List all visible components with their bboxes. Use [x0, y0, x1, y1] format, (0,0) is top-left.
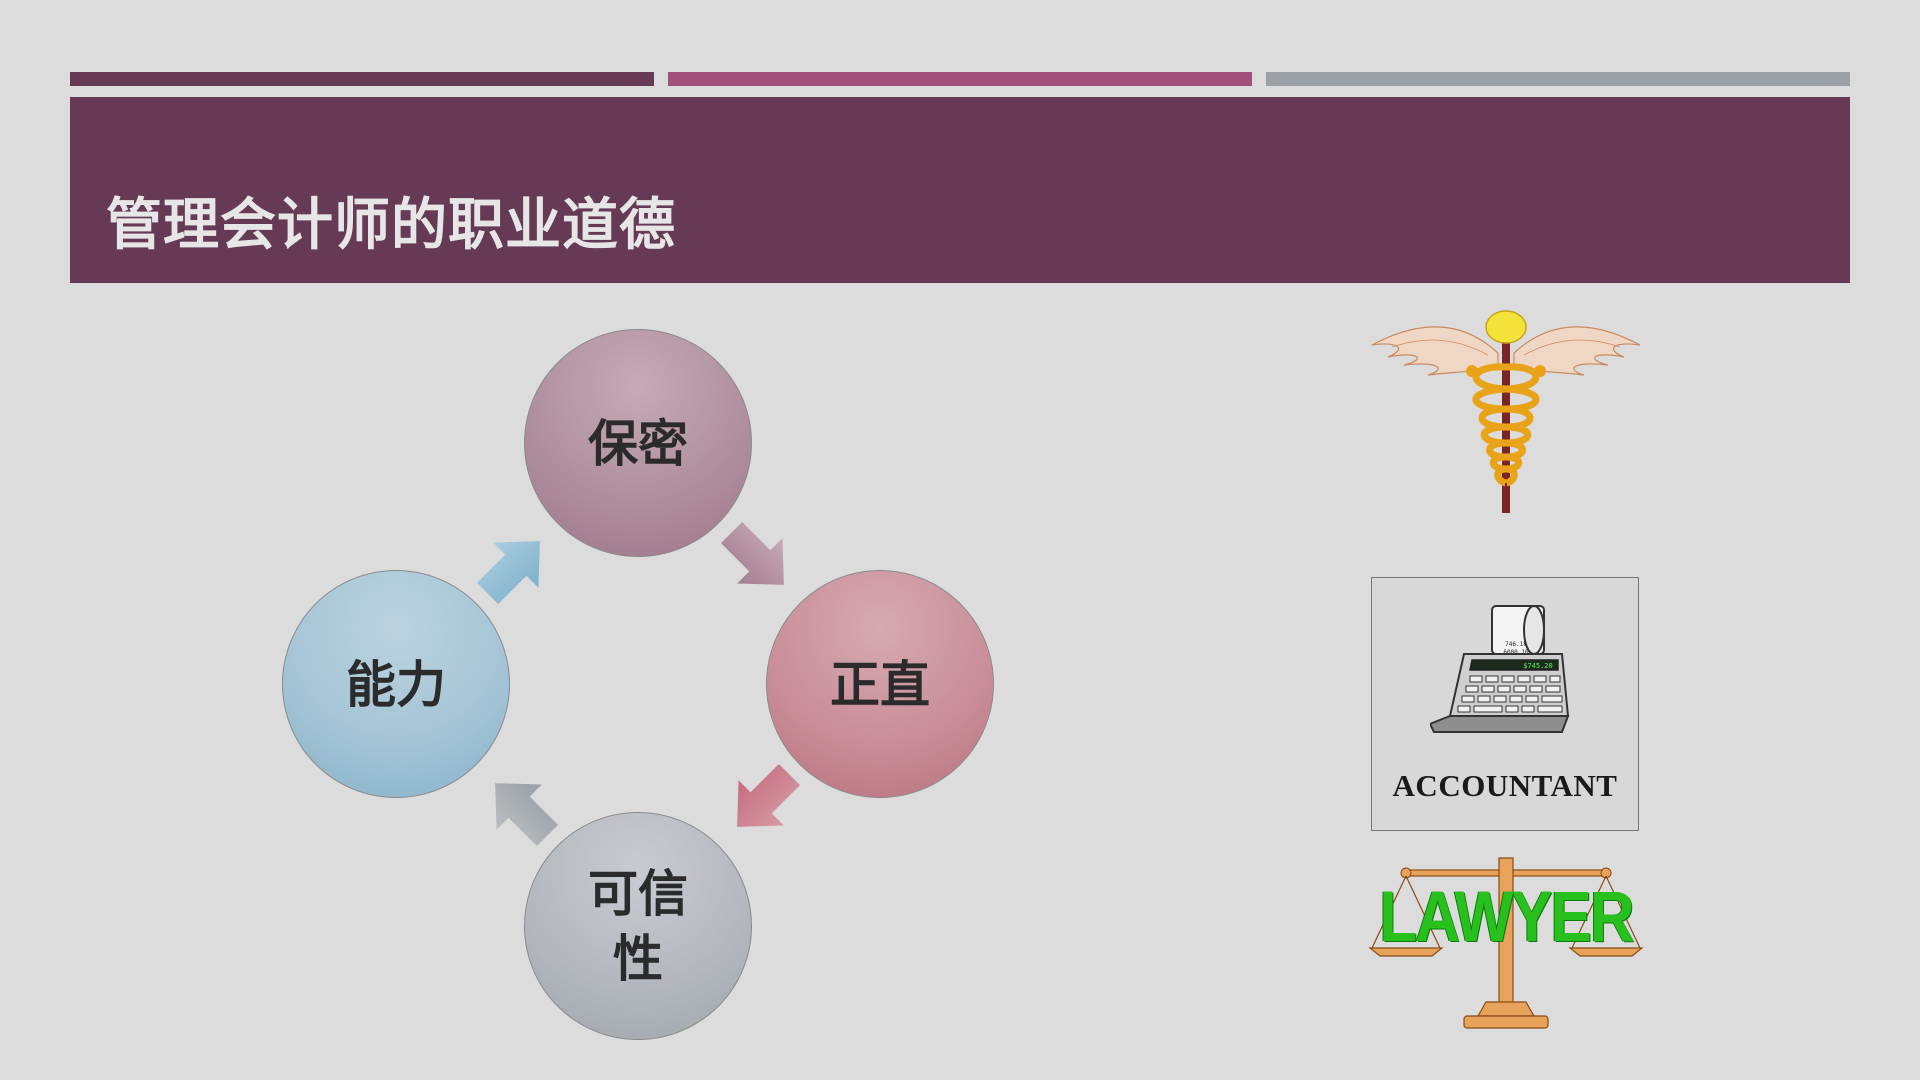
arrow-down-left-icon	[737, 763, 801, 827]
node-label: 正直	[830, 654, 930, 714]
node-integrity: 正直	[766, 570, 994, 798]
page-title: 管理会计师的职业道德	[106, 193, 676, 258]
arrow-up-left-icon	[495, 783, 559, 847]
node-competence: 能力	[282, 570, 510, 798]
caduceus-icon	[1368, 305, 1644, 517]
paper-line-1: 746.18	[1505, 641, 1527, 648]
accent-bar-dark	[70, 72, 654, 86]
node-label: 能力	[346, 654, 446, 714]
accent-bar-gray	[1266, 72, 1850, 86]
node-label: 保密	[588, 413, 688, 473]
accent-bar-mid	[668, 72, 1252, 86]
title-band: 管理会计师的职业道德	[70, 97, 1850, 283]
accountant-label: ACCOUNTANT	[1392, 768, 1618, 803]
calculator-icon: 746.18 6000.10 $745.20	[1430, 605, 1570, 733]
arrow-down-right-icon	[720, 521, 784, 585]
node-confidentiality: 保密	[524, 329, 752, 557]
lawyer-label: LAWYER	[1379, 877, 1634, 958]
calculator-display: $745.20	[1523, 662, 1553, 670]
node-label: 可信性	[588, 864, 688, 988]
lawyer-scales-icon: LAWYER	[1368, 856, 1644, 1042]
arrow-up-right-icon	[476, 541, 540, 605]
node-credibility: 可信性	[524, 812, 752, 1040]
paper-line-2: 6000.10	[1503, 649, 1529, 656]
accountant-card: 746.18 6000.10 $745.20 ACCOUNTANT	[1371, 577, 1639, 831]
